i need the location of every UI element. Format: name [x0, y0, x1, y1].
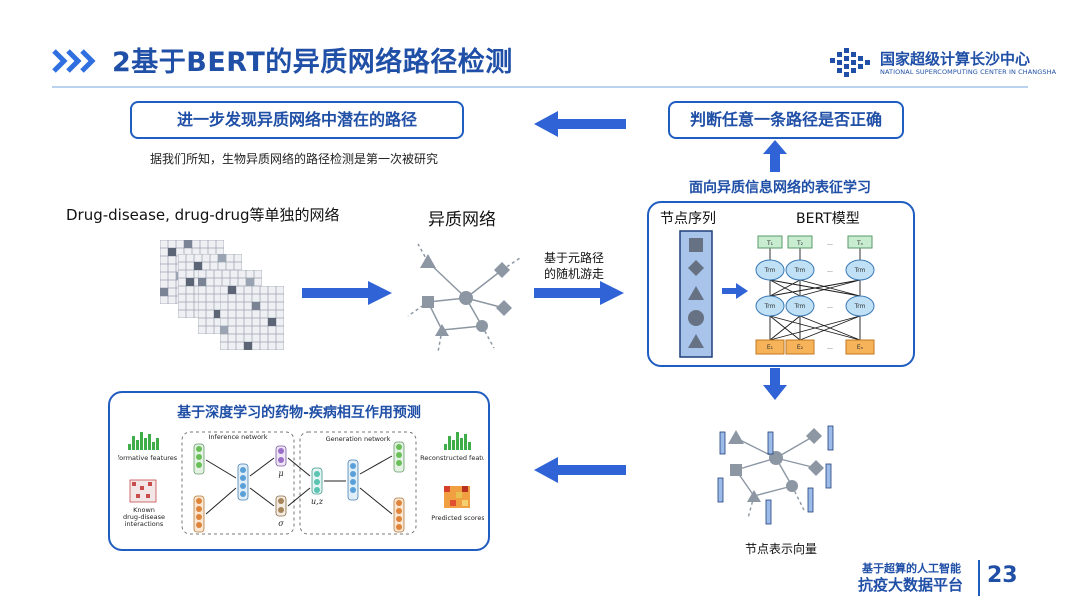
header-divider	[52, 86, 1028, 88]
arrow-down-icon	[763, 368, 787, 400]
t-label-dots: ...	[827, 240, 833, 247]
node-vector-caption: 节点表示向量	[745, 542, 818, 556]
adjacency-matrix-icon	[160, 240, 284, 350]
generation-network-label: Generation network	[326, 435, 391, 443]
dots-label: ...	[827, 267, 833, 274]
arrow-left-icon	[534, 111, 626, 137]
trm-label: Trm	[764, 303, 776, 310]
page-number: 23	[987, 563, 1018, 588]
trm-label: Trm	[854, 303, 866, 310]
t-label-2: T₂	[796, 240, 804, 247]
t-label-1: T₁	[766, 240, 774, 247]
arrow-right-icon	[722, 283, 748, 299]
predicted-scores-label: Predicted scores	[431, 514, 484, 522]
potential-paths-box: 进一步发现异质网络中潜在的路径	[130, 101, 464, 139]
walk-label-line1: 基于元路径	[544, 251, 605, 265]
bert-model-label: BERT模型	[796, 211, 860, 227]
trm-label: Trm	[794, 267, 806, 274]
uz-label: u,z	[311, 497, 324, 506]
logo-cn-text: 国家超级计算长沙中心	[880, 50, 1031, 68]
logo-en-text: NATIONAL SUPERCOMPUTING CENTER IN CHANGS…	[880, 68, 1057, 76]
trm-label: Trm	[764, 267, 776, 274]
e-label-dots: ...	[827, 344, 833, 351]
path-judge-box: 判断任意一条路径是否正确	[668, 101, 904, 139]
footer-divider	[978, 560, 980, 596]
node-vector-network-icon	[717, 425, 834, 525]
reconstructed-features-label: Reconstructed features	[420, 454, 484, 462]
prediction-box-title: 基于深度学习的药物-疾病相互作用预测	[177, 405, 421, 421]
page-title: 2基于BERT的异质网络路径检测	[112, 47, 513, 78]
footer-subtitle: 基于超算的人工智能	[862, 562, 961, 575]
node-sequence-label: 节点序列	[660, 211, 716, 227]
dots-label: ...	[827, 303, 833, 310]
sigma-label: σ	[278, 519, 284, 528]
e-label-n: Eₙ	[857, 344, 864, 351]
e-label-1: E₁	[767, 344, 774, 351]
footer-title: 抗疫大数据平台	[858, 576, 964, 594]
trm-label: Trm	[794, 303, 806, 310]
trm-label: Trm	[854, 267, 866, 274]
node-sequence-icon	[679, 230, 713, 358]
single-network-caption: Drug-disease, drug-drug等单独的网络	[66, 206, 340, 224]
informative-features-label: Informative features	[118, 454, 178, 462]
known-label-3: interactions	[125, 520, 164, 528]
walk-label-line2: 的随机游走	[544, 267, 605, 281]
hetero-network-caption: 异质网络	[428, 210, 496, 230]
known-label-1: Known	[133, 506, 155, 514]
known-label-2: drug-disease	[123, 513, 165, 521]
chevron-right-icon	[52, 49, 96, 73]
research-note: 据我们所知，生物异质网络的路径检测是第一次被研究	[150, 152, 439, 166]
bert-section-title: 面向异质信息网络的表征学习	[689, 180, 871, 196]
e-label-2: E₂	[797, 344, 804, 351]
arrow-up-icon	[763, 140, 787, 172]
prediction-box	[108, 391, 490, 551]
vae-diagram: Informative features Known drug-disease …	[118, 431, 484, 535]
bert-model-diagram: T₁ T₂ ... Tₙ Trm Trm Trm Trm Trm Trm ...…	[755, 235, 875, 355]
t-label-n: Tₙ	[856, 240, 864, 247]
logo-icon	[830, 48, 870, 77]
arrow-left-icon	[534, 457, 626, 483]
arrow-right-icon	[534, 281, 624, 305]
mu-label: μ	[278, 469, 283, 478]
arrow-right-icon	[302, 281, 392, 305]
inference-network-label: Inference network	[208, 433, 267, 441]
hetero-network-icon	[407, 243, 521, 353]
